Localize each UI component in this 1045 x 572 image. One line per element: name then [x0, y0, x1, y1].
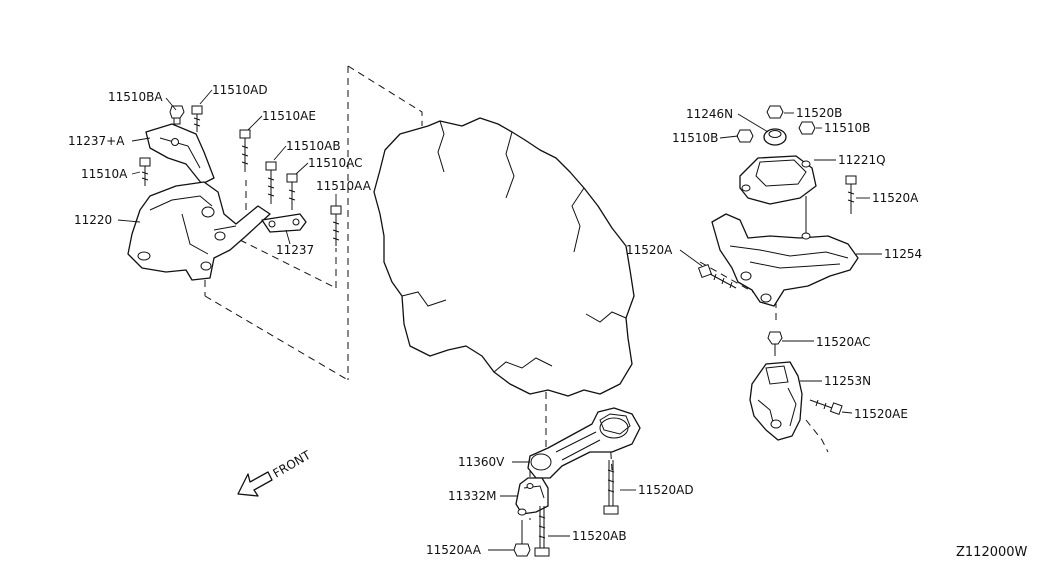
leader-lines: [117, 89, 882, 551]
bolt-11520a-upper: [845, 175, 857, 214]
right-engine-mount-assembly: [697, 105, 859, 307]
bolt-11510ab: [265, 161, 277, 204]
bolt-11520ab: [534, 506, 550, 557]
callout-11510a[interactable]: 11510A: [81, 167, 128, 181]
left-engine-mount-assembly: [127, 105, 342, 281]
bolt-11520ae: [809, 399, 843, 416]
front-label: FRONT: [271, 448, 314, 481]
callout-11510aa[interactable]: 11510AA: [316, 179, 372, 193]
bolt-11510a: [139, 157, 151, 186]
callout-11510b-left[interactable]: 11510B: [672, 131, 718, 145]
callout-11510b-right[interactable]: 11510B: [824, 121, 870, 135]
callout-11220[interactable]: 11220: [74, 213, 112, 227]
engine-block-outline: [373, 117, 635, 397]
callout-11332m[interactable]: 11332M: [448, 489, 497, 503]
callout-11237-a[interactable]: 11237+A: [68, 134, 125, 148]
callout-11520ae[interactable]: 11520AE: [854, 407, 908, 421]
bolt-11510ae: [239, 129, 251, 172]
front-direction-indicator: FRONT: [237, 448, 314, 497]
bolt-11520ad: [603, 460, 619, 515]
front-arrow-icon: [237, 471, 273, 497]
callout-11237[interactable]: 11237: [276, 243, 314, 257]
callout-11520aa[interactable]: 11520AA: [426, 543, 482, 557]
part-callouts: 11510BA 11510AD 11510AE 11237+A 11510AB …: [68, 83, 922, 557]
callout-11221q[interactable]: 11221Q: [838, 153, 886, 167]
bolt-11510ac: [286, 173, 298, 210]
callout-11520ad[interactable]: 11520AD: [638, 483, 694, 497]
nut-11520aa: [513, 520, 531, 557]
callout-11510ba[interactable]: 11510BA: [108, 90, 163, 104]
callout-11510ab[interactable]: 11510AB: [286, 139, 341, 153]
callout-11520a-left[interactable]: 11520A: [626, 243, 673, 257]
bolt-11510aa: [330, 205, 342, 246]
callout-11510ae[interactable]: 11510AE: [262, 109, 316, 123]
assembly-guide-lines: [204, 65, 829, 520]
torque-rod-assembly: [513, 407, 641, 557]
callout-11254[interactable]: 11254: [884, 247, 922, 261]
diagram-code: Z112000W: [956, 545, 1028, 560]
callout-11520ac[interactable]: 11520AC: [816, 335, 871, 349]
callout-11246n[interactable]: 11246N: [686, 107, 733, 121]
rear-mount-assembly: [749, 331, 843, 441]
callout-11520a-upper[interactable]: 11520A: [872, 191, 919, 205]
callout-11253n[interactable]: 11253N: [824, 374, 871, 388]
callout-11520ab[interactable]: 11520AB: [572, 529, 627, 543]
bolt-11510ad: [191, 105, 203, 132]
callout-11510ac[interactable]: 11510AC: [308, 156, 363, 170]
bolt-11510ba: [169, 105, 185, 125]
callout-11510ad[interactable]: 11510AD: [212, 83, 268, 97]
callout-11520b[interactable]: 11520B: [796, 106, 842, 120]
bolt-11520a-left: [697, 263, 737, 289]
callout-11360v[interactable]: 11360V: [458, 455, 505, 469]
